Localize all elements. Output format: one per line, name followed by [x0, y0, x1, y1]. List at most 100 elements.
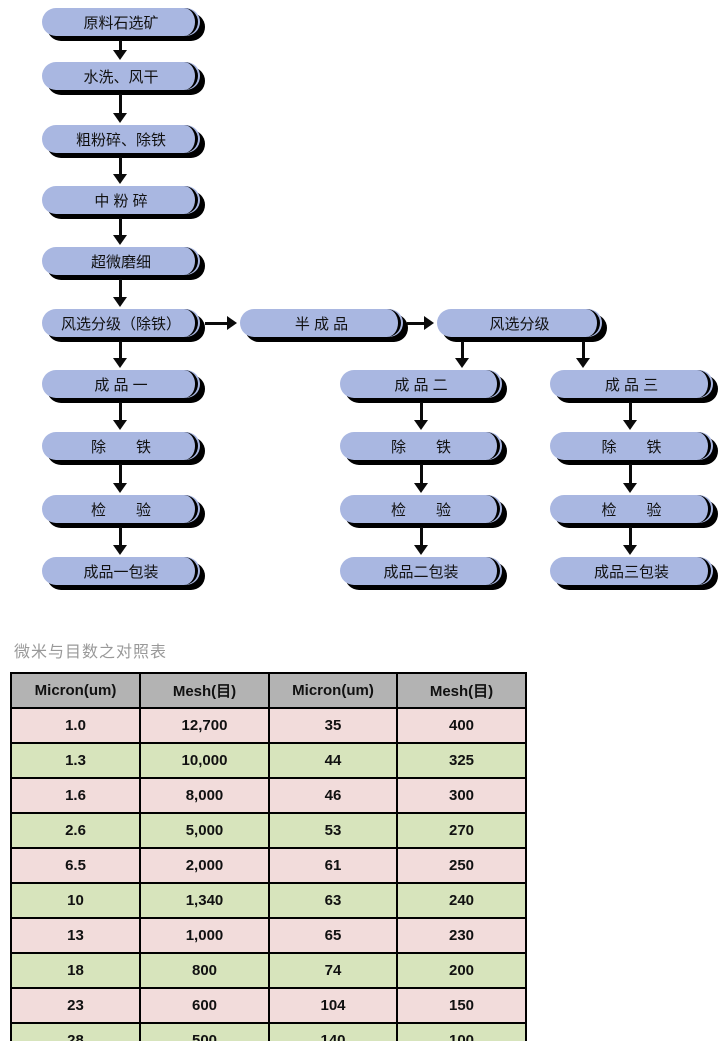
- flow-node-deiron-1: 除 铁: [42, 432, 200, 460]
- flow-node-label: 半 成 品: [294, 315, 349, 333]
- flow-node-label: 检 验: [90, 501, 151, 519]
- arrow-down-icon: [414, 527, 428, 555]
- flow-node-coarse-crush-deiron: 粗粉碎、除铁: [42, 125, 200, 153]
- flow-node-product-1: 成 品 一: [42, 370, 200, 398]
- flow-node-raw-ore-selection: 原料石选矿: [42, 8, 200, 36]
- table-cell: 53: [268, 812, 398, 849]
- table-cell: 1.3: [10, 742, 141, 779]
- table-cell: 44: [268, 742, 398, 779]
- flow-node-label: 除 铁: [601, 438, 662, 456]
- flow-node-label: 中 粉 碎: [94, 192, 148, 210]
- arrow-down-icon: [576, 341, 590, 368]
- table-cell: 270: [396, 812, 527, 849]
- flow-node-deiron-3: 除 铁: [550, 432, 713, 460]
- flow-node-label: 水洗、风干: [83, 68, 159, 86]
- flow-node-label: 成品三包装: [593, 563, 669, 581]
- table-cell: 140: [268, 1022, 398, 1041]
- flow-node-label: 原料石选矿: [83, 14, 159, 32]
- arrow-down-icon: [113, 527, 127, 555]
- flow-node-product-3: 成 品 三: [550, 370, 713, 398]
- micron-mesh-table: Micron(um) Mesh(目) Micron(um) Mesh(目) 1.…: [10, 672, 527, 1041]
- table-cell: 46: [268, 777, 398, 814]
- flow-node-label: 成品一包装: [83, 563, 159, 581]
- flow-node-label: 除 铁: [90, 438, 151, 456]
- arrow-down-icon: [623, 527, 637, 555]
- table-cell: 230: [396, 917, 527, 954]
- flow-node-pack-3: 成品三包装: [550, 557, 713, 585]
- table-cell: 100: [396, 1022, 527, 1041]
- flow-node-ultrafine-grind: 超微磨细: [42, 247, 200, 275]
- arrow-down-icon: [414, 402, 428, 430]
- table-cell: 250: [396, 847, 527, 884]
- arrow-down-icon: [623, 402, 637, 430]
- table-cell: 8,000: [139, 777, 270, 814]
- table-cell: 35: [268, 707, 398, 744]
- table-cell: 104: [268, 987, 398, 1024]
- table-cell: 500: [139, 1022, 270, 1041]
- table-cell: 12,700: [139, 707, 270, 744]
- flow-node-label: 超微磨细: [90, 253, 151, 271]
- table-cell: 1,340: [139, 882, 270, 919]
- flow-node-inspect-3: 检 验: [550, 495, 713, 523]
- table-cell: 325: [396, 742, 527, 779]
- arrow-right-icon: [205, 316, 237, 330]
- table-cell: 800: [139, 952, 270, 989]
- table-cell: 600: [139, 987, 270, 1024]
- table-cell: 1.6: [10, 777, 141, 814]
- flow-node-label: 成 品 三: [604, 376, 659, 394]
- table-cell: 65: [268, 917, 398, 954]
- arrow-right-icon: [407, 316, 434, 330]
- column-header-mesh-1: Mesh(目): [139, 672, 270, 709]
- flow-node-label: 成品二包装: [383, 563, 459, 581]
- table-cell: 74: [268, 952, 398, 989]
- table-cell: 1.0: [10, 707, 141, 744]
- arrow-down-icon: [113, 218, 127, 245]
- table-cell: 61: [268, 847, 398, 884]
- flow-node-inspect-2: 检 验: [340, 495, 502, 523]
- flow-node-pack-2: 成品二包装: [340, 557, 502, 585]
- flow-node-label: 风选分级（除铁）: [60, 315, 181, 333]
- arrow-down-icon: [455, 341, 469, 368]
- arrow-down-icon: [623, 464, 637, 493]
- arrow-down-icon: [113, 279, 127, 307]
- table-cell: 10,000: [139, 742, 270, 779]
- arrow-down-icon: [113, 157, 127, 184]
- arrow-down-icon: [113, 40, 127, 60]
- flow-node-label: 风选分级: [489, 315, 550, 333]
- table-title: 微米与目数之对照表: [14, 644, 168, 661]
- arrow-down-icon: [414, 464, 428, 493]
- flow-node-inspect-1: 检 验: [42, 495, 200, 523]
- flow-node-label: 检 验: [601, 501, 662, 519]
- flow-node-label: 除 铁: [390, 438, 451, 456]
- column-header-micron-1: Micron(um): [10, 672, 141, 709]
- flow-node-air-classify: 风选分级: [437, 309, 602, 337]
- flow-node-semi-finished: 半 成 品: [240, 309, 403, 337]
- table-header-row: Micron(um) Mesh(目) Micron(um) Mesh(目): [10, 672, 527, 709]
- column-header-mesh-2: Mesh(目): [396, 672, 527, 709]
- table-cell: 150: [396, 987, 527, 1024]
- flow-node-air-classify-deiron: 风选分级（除铁）: [42, 309, 200, 337]
- table-cell: 63: [268, 882, 398, 919]
- flow-node-medium-crush: 中 粉 碎: [42, 186, 200, 214]
- flow-node-label: 粗粉碎、除铁: [75, 131, 166, 149]
- arrow-down-icon: [113, 94, 127, 123]
- column-header-micron-2: Micron(um): [268, 672, 398, 709]
- arrow-down-icon: [113, 464, 127, 493]
- table-cell: 10: [10, 882, 141, 919]
- table-cell: 6.5: [10, 847, 141, 884]
- table-cell: 2.6: [10, 812, 141, 849]
- flow-node-label: 检 验: [390, 501, 451, 519]
- table-cell: 5,000: [139, 812, 270, 849]
- flow-node-wash-dry: 水洗、风干: [42, 62, 200, 90]
- arrow-down-icon: [113, 402, 127, 430]
- table-cell: 400: [396, 707, 527, 744]
